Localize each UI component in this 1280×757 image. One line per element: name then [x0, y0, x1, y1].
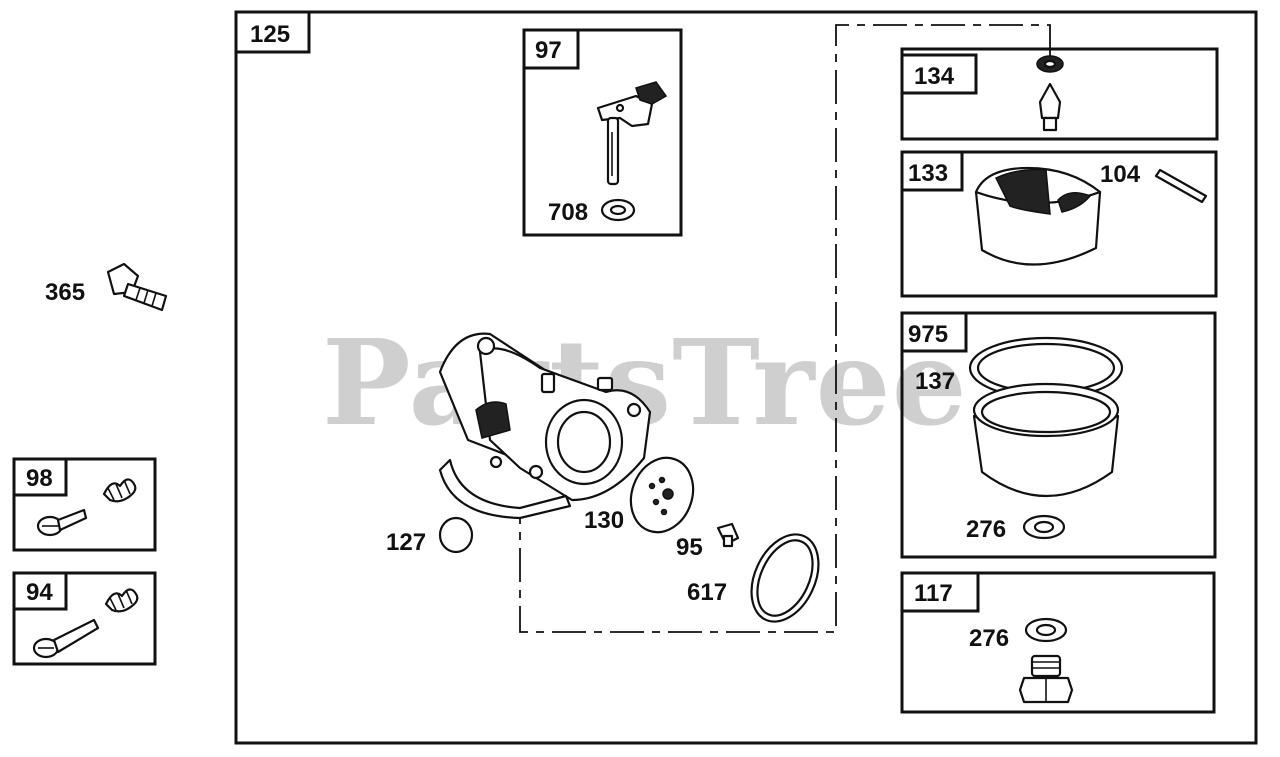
- screw-95: [716, 522, 740, 548]
- screw-98-part: [36, 508, 88, 537]
- assembly-125-frame: 125: [234, 10, 1258, 745]
- box-97[interactable]: 97 708: [522, 28, 683, 237]
- plug-127: [438, 516, 474, 554]
- bolt-365: [106, 262, 168, 312]
- washer-276-a: [1022, 514, 1066, 540]
- washer-276-b: [1024, 617, 1068, 643]
- bowl-nut-part: [1018, 654, 1074, 704]
- label-130: 130: [584, 507, 624, 534]
- label-133: 133: [908, 160, 948, 187]
- box-117[interactable]: 117 276: [900, 571, 1216, 714]
- spring-98-part: [102, 478, 137, 503]
- choke-shaft-part: [596, 81, 668, 186]
- label-365: 365: [45, 279, 85, 306]
- label-117: 117: [914, 580, 953, 607]
- assembly-connector-lines: [519, 24, 1051, 633]
- label-94: 94: [26, 579, 53, 606]
- label-276-a: 276: [966, 516, 1006, 543]
- box-133[interactable]: 133 104: [900, 150, 1218, 298]
- label-104: 104: [1100, 161, 1141, 188]
- carburetor-body-part: [438, 332, 652, 520]
- screw-94-part: [32, 618, 100, 659]
- float-part: [974, 166, 1102, 266]
- label-127: 127: [386, 529, 426, 556]
- box-134[interactable]: 134: [900, 47, 1219, 141]
- label-708: 708: [548, 199, 588, 226]
- seal-ring-708: [600, 198, 636, 222]
- label-125: 125: [250, 21, 290, 48]
- label-975: 975: [908, 321, 948, 348]
- box-975[interactable]: 975 137 276: [900, 311, 1217, 559]
- label-617: 617: [687, 579, 727, 606]
- label-137: 137: [915, 368, 955, 395]
- float-pin-part: [1154, 168, 1208, 204]
- label-98: 98: [26, 465, 53, 492]
- box-94[interactable]: 94: [12, 571, 157, 666]
- label-134: 134: [914, 63, 955, 90]
- diaphragm-130: [629, 456, 695, 534]
- spring-94-part: [104, 588, 139, 613]
- gasket-617: [750, 533, 820, 623]
- float-bowl-part: [968, 336, 1124, 497]
- label-276-b: 276: [969, 625, 1009, 652]
- box-98[interactable]: 98: [12, 457, 157, 552]
- label-95: 95: [676, 534, 703, 561]
- label-97: 97: [535, 37, 562, 64]
- needle-valve-part: [1036, 55, 1064, 132]
